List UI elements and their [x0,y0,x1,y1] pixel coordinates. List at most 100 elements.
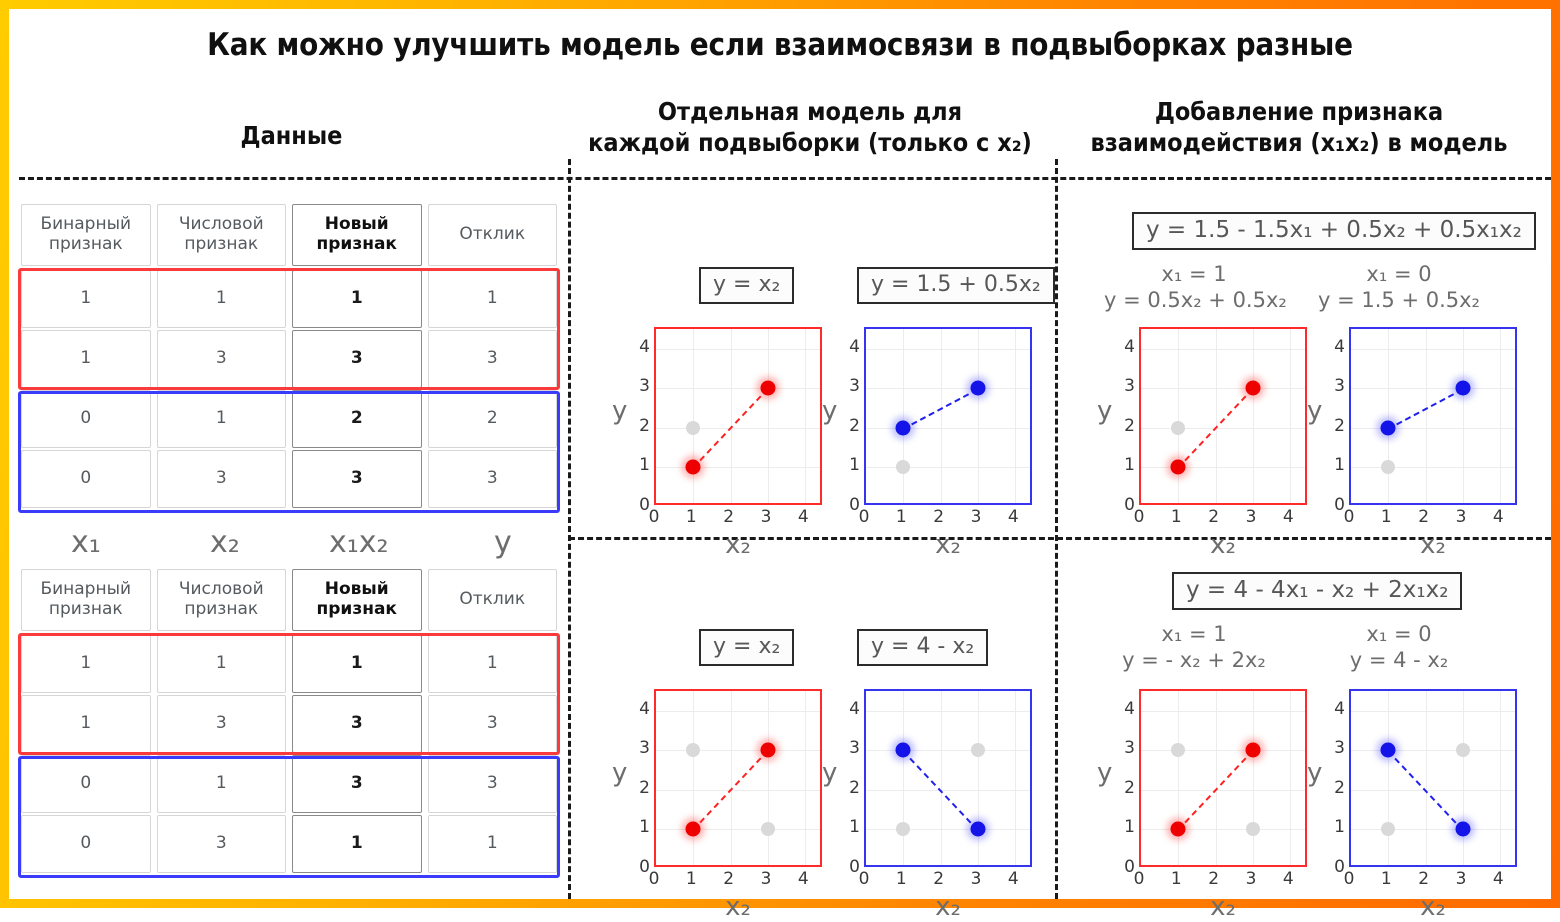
gridline-horizontal [1141,750,1305,752]
formula-interaction-bottom: y = 4 - 4x₁ - x₂ + 2x₁x₂ [1172,572,1463,610]
subhead-int-bot-red: x₁ = 1 y = - x₂ + 2x₂ [1104,621,1284,674]
column-header-separate-line2: каждой подвыборки (только с x₂) [588,127,1032,157]
y-tick-label: 3 [1334,738,1345,759]
gridline-vertical [805,691,807,865]
y-tick-label: 1 [639,817,650,838]
y-tick-label: 2 [639,777,650,798]
table-cell-x2: 3 [156,330,286,388]
table-cell-x2: 1 [156,755,286,813]
x-tick-label: 3 [760,507,772,527]
var-label-y: y [486,525,520,560]
y-tick-label: 4 [1334,698,1345,719]
gridline-horizontal [1141,427,1305,429]
gridline-vertical [940,329,942,503]
y-axis-label: y [612,396,628,426]
data-point [1170,821,1186,837]
x-tick-label: 4 [797,507,809,527]
gridline-vertical [1290,329,1292,503]
divider-vertical-right [1055,159,1058,899]
table-cell-x1x2: 2 [292,390,422,448]
y-tick-label: 1 [1124,817,1135,838]
x-tick-label: 0 [648,507,660,527]
table-cell-y: 1 [427,815,557,873]
data-point-inactive [971,743,985,758]
table-cell-x1: 0 [21,390,151,448]
y-tick-label: 1 [1124,455,1135,476]
gridline-vertical [1253,329,1254,503]
gridline-horizontal [656,750,820,752]
x-tick-label: 0 [858,507,870,527]
data-point-inactive [1171,420,1186,435]
gridline-horizontal [1141,348,1305,350]
gridline-horizontal [1141,388,1305,390]
table-cell-y: 3 [427,695,557,753]
x-tick-label: 4 [1007,869,1019,889]
data-point [1380,420,1396,436]
gridline-vertical [1215,329,1217,503]
x-tick-label: 1 [685,869,697,889]
gridline-horizontal [1351,710,1515,712]
x-tick-label: 2 [1208,869,1220,889]
gridline-horizontal [656,789,820,791]
gridline-horizontal [1351,348,1515,350]
y-tick-label: 4 [849,698,860,719]
gridline-vertical [730,691,732,865]
table-cell-y: 3 [427,755,557,813]
x-tick-label: 1 [685,507,697,527]
column-header-data: Данные [19,121,564,152]
y-tick-label: 0 [849,857,860,877]
gridline-horizontal [866,348,1030,350]
x-tick-label: 2 [1208,507,1220,527]
y-tick-label: 2 [849,777,860,798]
x-tick-label: 2 [723,869,735,889]
gridline-horizontal [866,467,1030,469]
x-tick-label: 0 [858,869,870,889]
data-point [895,420,911,436]
data-point-inactive [896,822,911,837]
divider-horizontal-middle [569,537,1551,540]
data-point-inactive [761,822,775,837]
subhead-int-top-red: x₁ = 1 y = 0.5x₂ + 0.5x₂ [1104,261,1287,314]
y-tick-label: 0 [639,857,650,877]
x-tick-label: 3 [1245,869,1257,889]
gridline-vertical [1178,691,1180,865]
gridline-vertical [1215,691,1217,865]
x-tick-label: 3 [970,869,982,889]
y-axis-label: y [1307,396,1323,426]
gridline-vertical [1500,691,1502,865]
plot-area [654,689,822,867]
data-point [970,821,986,837]
y-tick-label: 3 [849,376,860,397]
x-axis-label: x₂ [935,892,961,922]
y-tick-label: 4 [639,336,650,357]
gridline-vertical [1015,329,1017,503]
gridline-vertical [1388,691,1390,865]
subhead-int-top-red-cond: x₁ = 1 [1161,262,1227,286]
plot-area [1349,689,1517,867]
gridline-horizontal [1351,427,1515,429]
y-axis-label: y [1097,396,1113,426]
table-header-response: Отклик [427,569,557,631]
x-axis-label: x₂ [725,892,751,922]
subhead-int-bot-blue-cond: x₁ = 0 [1366,622,1432,646]
y-tick-label: 3 [1124,376,1135,397]
x-tick-label: 4 [1282,507,1294,527]
table-cell-x1: 1 [21,695,151,753]
gridline-vertical [940,691,942,865]
data-point [760,380,776,396]
column-header-interaction-line1: Добавление признака [1154,97,1444,126]
gridline-vertical [978,691,979,865]
gridline-vertical [1500,329,1502,503]
y-tick-label: 1 [1334,817,1345,838]
data-point-inactive [1246,822,1260,837]
x-tick-label: 3 [1245,507,1257,527]
gridline-horizontal [656,710,820,712]
